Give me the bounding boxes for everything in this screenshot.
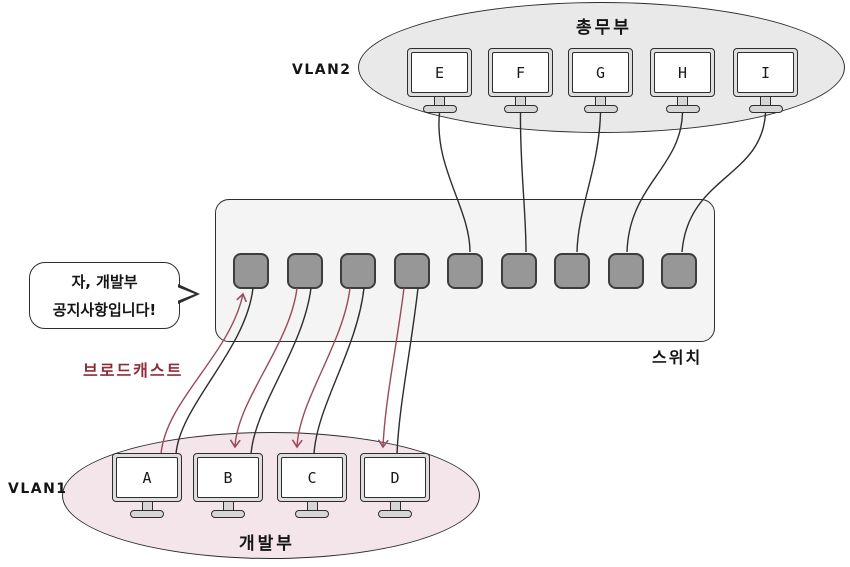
monitor-frame: G [568, 48, 633, 97]
speech-bubble: 자, 개발부 공지사항입니다! [29, 262, 200, 329]
switch-label: 스위치 [652, 348, 703, 367]
monitor-frame: B [193, 453, 263, 502]
monitor-stand-base [748, 105, 783, 113]
speech-bubble-line1: 자, 개발부 [71, 273, 138, 291]
monitor-stand-base [130, 510, 164, 518]
computer-label-G: G [572, 52, 629, 93]
switch-port-9 [661, 253, 697, 289]
switch-port-7 [554, 253, 590, 289]
monitor-frame: E [407, 48, 472, 97]
computer-label-F: F [492, 52, 549, 93]
computer-label-C: C [281, 457, 343, 498]
switch-body [215, 199, 715, 342]
switch-port-8 [607, 253, 644, 289]
computer-label-D: D [364, 457, 426, 498]
computer-label-E: E [411, 52, 468, 93]
switch-port-6 [500, 253, 537, 289]
monitor-frame: A [112, 453, 182, 502]
monitor-frame: D [360, 453, 430, 502]
switch-port-5 [447, 253, 483, 289]
computer-B: B [193, 453, 263, 518]
computer-I: I [733, 48, 798, 113]
switch-port-2 [286, 253, 323, 289]
computer-C: C [277, 453, 347, 518]
switch-port-3 [340, 253, 376, 289]
computer-A: A [112, 453, 182, 518]
computer-D: D [360, 453, 430, 518]
computer-G: G [568, 48, 633, 113]
vlan2-label: VLAN2 [292, 62, 352, 78]
speech-bubble-line2: 공지사항입니다! [52, 301, 157, 319]
monitor-frame: I [733, 48, 798, 97]
switch-port-1 [233, 253, 269, 289]
monitor-frame: C [277, 453, 347, 502]
computer-label-B: B [197, 457, 259, 498]
computer-label-A: A [116, 457, 178, 498]
monitor-stand-base [295, 510, 329, 518]
switch-port-4 [393, 253, 430, 289]
computer-E: E [407, 48, 472, 113]
monitor-stand-base [503, 105, 538, 113]
monitor-stand-base [378, 510, 412, 518]
monitor-stand-base [583, 105, 618, 113]
monitor-stand-base [422, 105, 457, 113]
monitor-frame: F [488, 48, 553, 97]
broadcast-label: 브로드캐스트 [83, 361, 184, 380]
monitor-stand-base [211, 510, 245, 518]
computer-label-I: I [737, 52, 794, 93]
computer-label-H: H [654, 52, 711, 93]
computer-H: H [650, 48, 715, 113]
vlan2-department-label: 총무부 [576, 18, 632, 38]
vlan1-department-label: 개발부 [239, 534, 295, 554]
vlan1-label: VLAN1 [8, 481, 68, 497]
monitor-stand-base [665, 105, 700, 113]
monitor-frame: H [650, 48, 715, 97]
computer-F: F [488, 48, 553, 113]
